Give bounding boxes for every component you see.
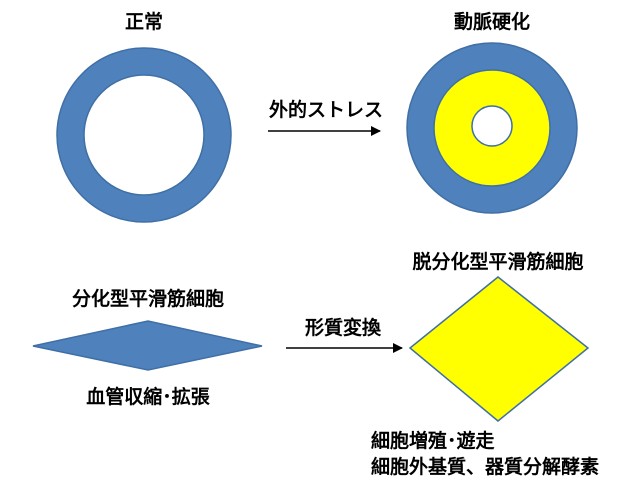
- sclerotic-vessel: [406, 42, 578, 214]
- label-arteriosclerosis: 動脈硬化: [453, 11, 531, 33]
- label-contraction: 血管収縮･拡張: [86, 386, 210, 408]
- differentiated-smc-shape: [32, 320, 263, 371]
- label-differentiated-smc: 分化型平滑筋細胞: [71, 288, 225, 310]
- label-phenotypic-change: 形質変換: [304, 317, 382, 339]
- label-dedifferentiated-smc: 脱分化型平滑筋細胞: [412, 251, 584, 273]
- label-normal: 正常: [124, 11, 164, 33]
- label-matrix: 細胞外基質、器質分解酵素: [371, 456, 600, 478]
- dedifferentiated-smc-shape: [408, 276, 590, 422]
- label-proliferation: 細胞増殖･遊走: [371, 430, 495, 452]
- sclerotic-vessel-lumen: [471, 105, 513, 147]
- normal-vessel-lumen: [83, 74, 205, 196]
- label-external-stress: 外的ストレス: [268, 99, 384, 121]
- normal-vessel: [56, 47, 232, 223]
